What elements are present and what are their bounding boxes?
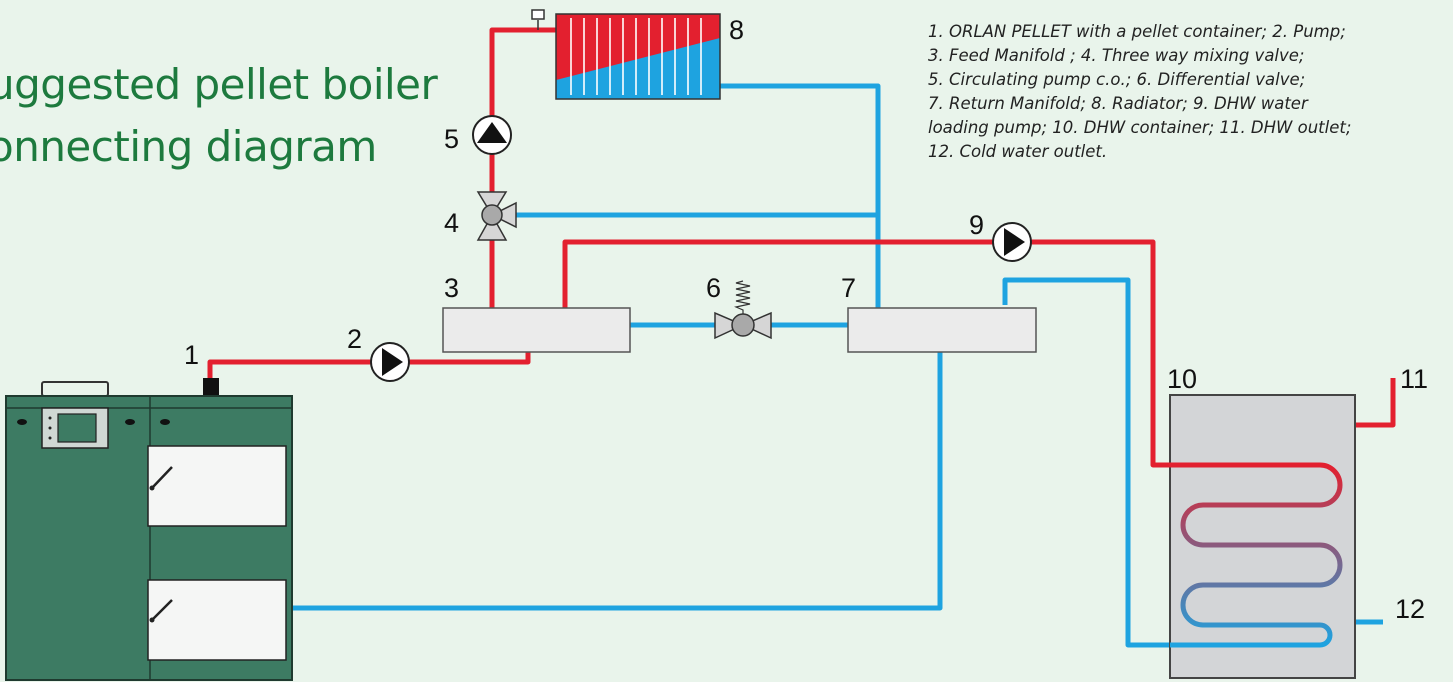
coil-return-pipe: [1002, 277, 1170, 648]
dhw-outlet-pipe: [1355, 378, 1396, 428]
air-vent-icon: [531, 9, 545, 30]
valve-spring-icon: [734, 280, 751, 314]
diagram-title-line-1: uggested pellet boiler: [0, 60, 438, 109]
boiler-flow-pipe: [207, 352, 531, 380]
radiator: [531, 9, 721, 100]
dhw-loading-pump-icon: [992, 222, 1032, 262]
label-7: 7: [841, 273, 856, 303]
radiator-flow-pipe: [489, 27, 556, 308]
cold-pipes: [290, 83, 1383, 648]
label-9: 9: [969, 210, 984, 240]
legend-line: 12. Cold water outlet.: [928, 142, 1108, 161]
radiator-return-pipe: [720, 83, 881, 308]
component-legend: 1. ORLAN PELLET with a pellet container;…: [928, 20, 1433, 164]
label-8: 8: [729, 15, 744, 45]
legend-line: 7. Return Manifold; 8. Radiator; 9. DHW …: [928, 94, 1308, 113]
label-5: 5: [444, 124, 459, 154]
boiler-handle-icon: [125, 419, 135, 425]
label-12: 12: [1395, 594, 1425, 624]
legend-line: 5. Circulating pump c.o.; 6. Differentia…: [928, 70, 1306, 89]
circulating-pump-icon: [472, 115, 512, 155]
heating-coil: [1153, 462, 1343, 648]
component-number-labels: 1 2 3 4 5 6 7 8 9 10 11 12: [184, 15, 1428, 624]
pellet-boiler: [5, 378, 293, 681]
diagram-title-line-2: onnecting diagram: [0, 122, 377, 171]
label-2: 2: [347, 324, 362, 354]
label-10: 10: [1167, 364, 1197, 394]
boiler-pump-icon: [370, 342, 410, 382]
return-manifold: [847, 307, 1037, 353]
boiler-top-connector: [203, 378, 219, 396]
boiler-return-pipe: [290, 352, 943, 611]
label-3: 3: [444, 273, 459, 303]
boiler-handle-icon: [160, 419, 170, 425]
differential-valve-icon: [714, 280, 772, 340]
label-11: 11: [1400, 364, 1428, 394]
legend-line: 1. ORLAN PELLET with a pellet container;…: [928, 22, 1346, 41]
boiler-lower-door: [147, 579, 287, 661]
label-6: 6: [706, 273, 721, 303]
label-1: 1: [184, 340, 199, 370]
three-way-valve-icon: [476, 191, 517, 241]
dhw-loading-pipe: [562, 239, 1170, 468]
legend-line: loading pump; 10. DHW container; 11. DHW…: [928, 118, 1352, 137]
boiler-handle-icon: [17, 419, 27, 425]
legend-line: 3. Feed Manifold ; 4. Three way mixing v…: [928, 46, 1305, 65]
feed-manifold: [442, 307, 631, 353]
label-4: 4: [444, 208, 459, 238]
boiler-upper-door: [147, 445, 287, 527]
dhw-container: [1153, 394, 1356, 679]
